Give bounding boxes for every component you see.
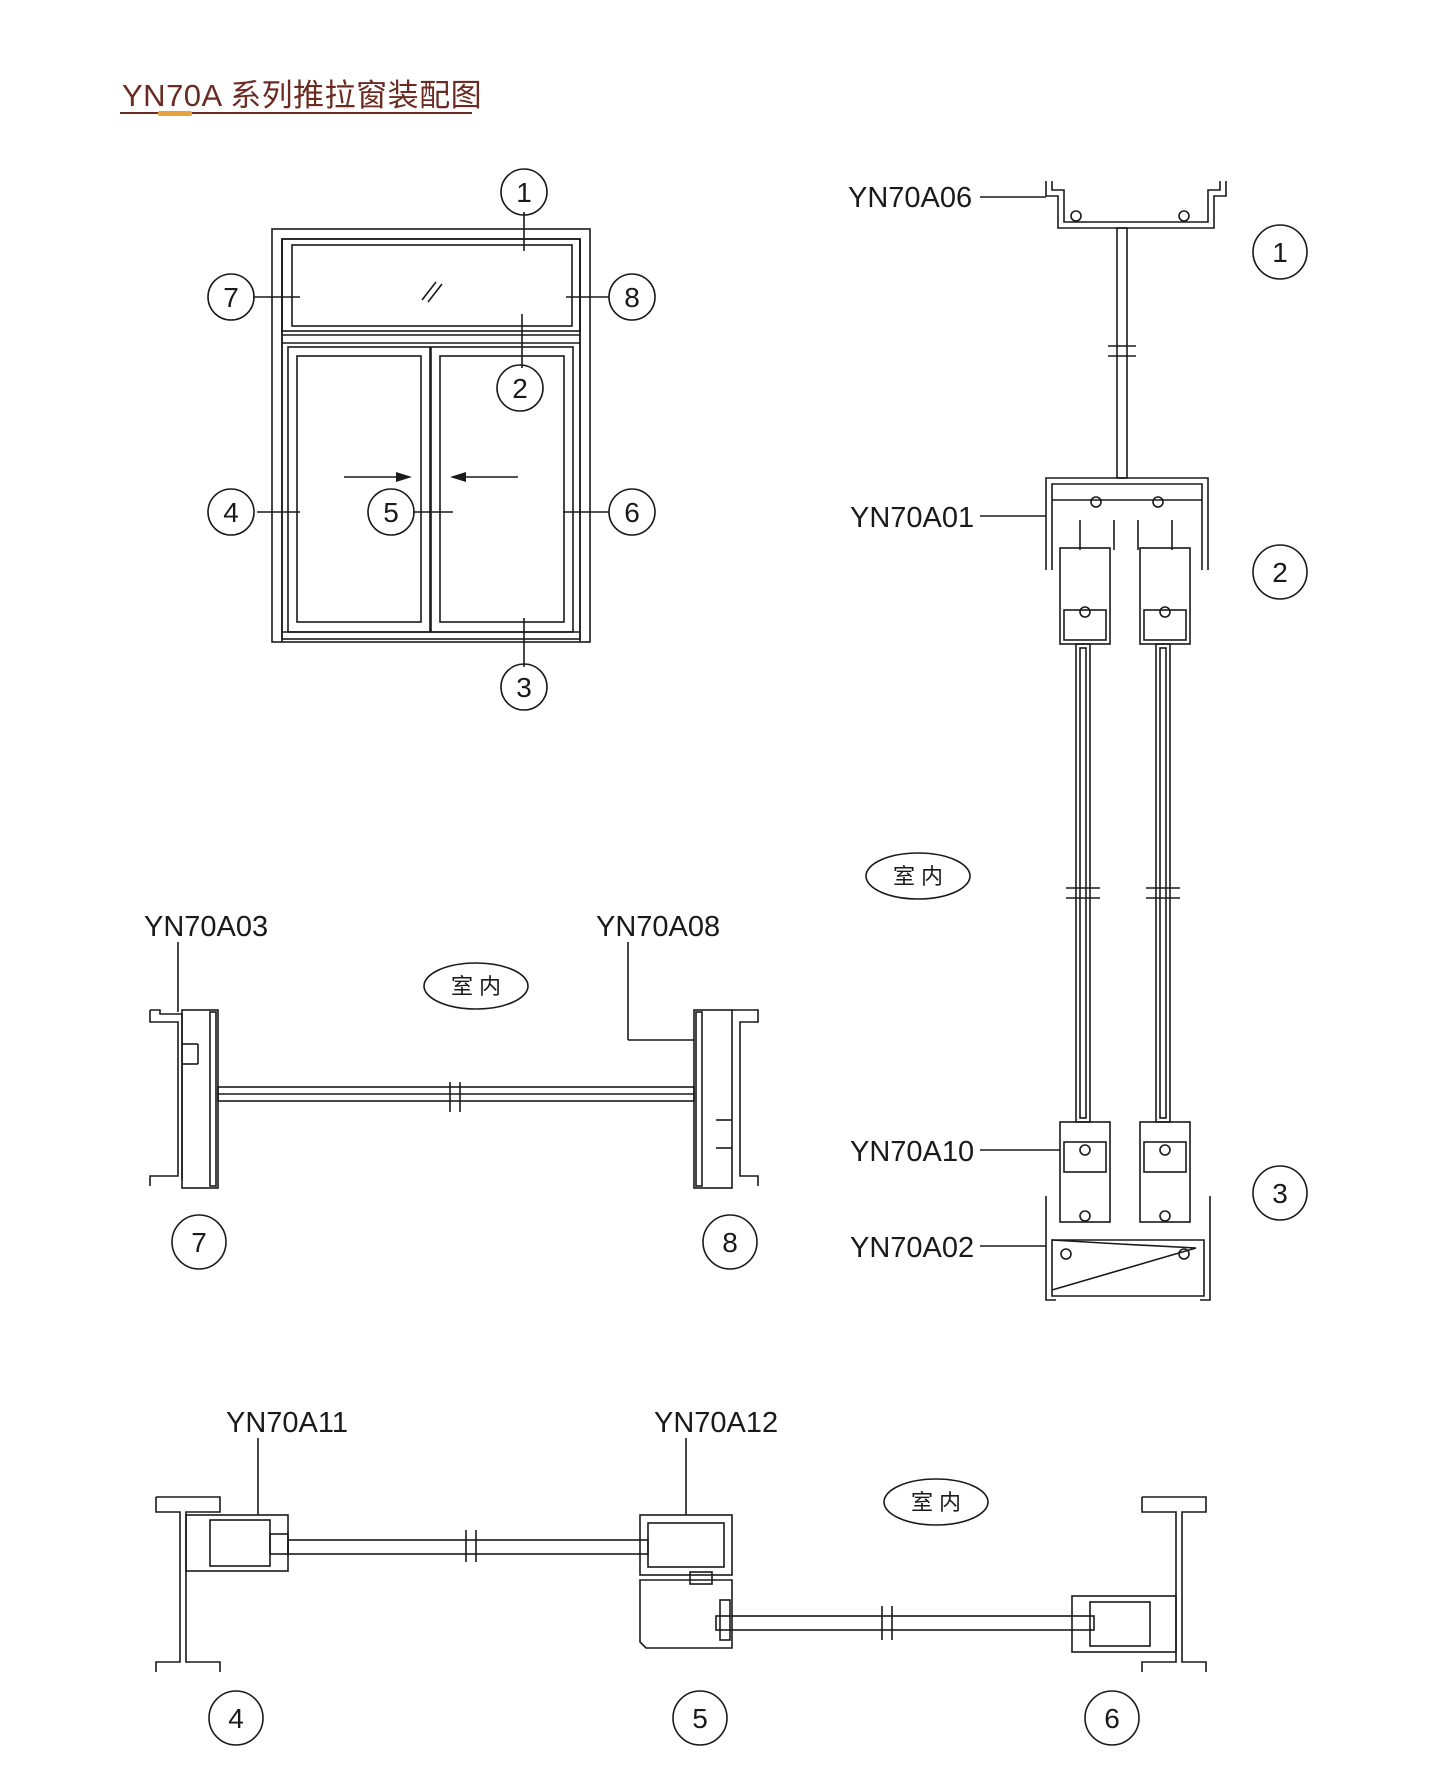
profile-label-yn70a11: YN70A11	[226, 1407, 348, 1439]
indoor-label: 室 内	[911, 1490, 961, 1515]
right-sash	[430, 346, 574, 633]
profile-label-yn70a03: YN70A03	[144, 911, 268, 943]
horizontal-section-7-8	[149, 942, 759, 1189]
callout-number: 8	[722, 1227, 738, 1258]
profile-label-yn70a10: YN70A10	[850, 1136, 974, 1168]
profile-label-yn70a08: YN70A08	[596, 911, 720, 943]
callout-number: 2	[1272, 557, 1288, 588]
callout-number: 1	[1272, 237, 1288, 268]
transom-sash	[281, 238, 581, 332]
callout-number: 6	[1104, 1703, 1120, 1734]
outer-frame	[271, 228, 591, 643]
profile-label-yn70a06: YN70A06	[848, 182, 972, 214]
profile-label-yn70a01: YN70A01	[850, 502, 974, 534]
callout-number: 4	[228, 1703, 244, 1734]
window-elevation	[253, 212, 609, 667]
callout-number: 7	[223, 282, 239, 313]
callout-number: 3	[516, 672, 532, 703]
title-accent-mark	[158, 111, 192, 116]
callout-number: 3	[1272, 1178, 1288, 1209]
drawing-title: YN70A 系列推拉窗装配图	[122, 78, 483, 113]
elevation-callouts	[207, 168, 656, 711]
section-7-8-callouts	[171, 962, 758, 1270]
profile-label-yn70a12: YN70A12	[654, 1407, 778, 1439]
drawing-text: 1 7 8 2 4 5 6 3 YN70A06 YN70A01 YN70A10 …	[144, 177, 1288, 1734]
horizontal-section-4-5-6	[155, 1438, 1207, 1672]
callout-number: 8	[624, 282, 640, 313]
callout-number: 4	[223, 497, 239, 528]
indoor-label: 室 内	[451, 974, 501, 999]
section-4-5-6-callouts	[208, 1478, 1140, 1746]
left-sash	[287, 346, 431, 633]
profile-label-yn70a02: YN70A02	[850, 1232, 974, 1264]
callout-number: 6	[624, 497, 640, 528]
callout-number: 1	[516, 177, 532, 208]
indoor-label: 室 内	[893, 864, 943, 889]
glass-hatch	[421, 281, 437, 301]
vertical-section-callouts	[865, 224, 1308, 1221]
vertical-section	[980, 181, 1227, 1301]
title-underline	[120, 112, 472, 114]
callout-number: 2	[512, 373, 528, 404]
callout-number: 5	[692, 1703, 708, 1734]
callout-number: 5	[383, 497, 399, 528]
callout-number: 7	[191, 1227, 207, 1258]
